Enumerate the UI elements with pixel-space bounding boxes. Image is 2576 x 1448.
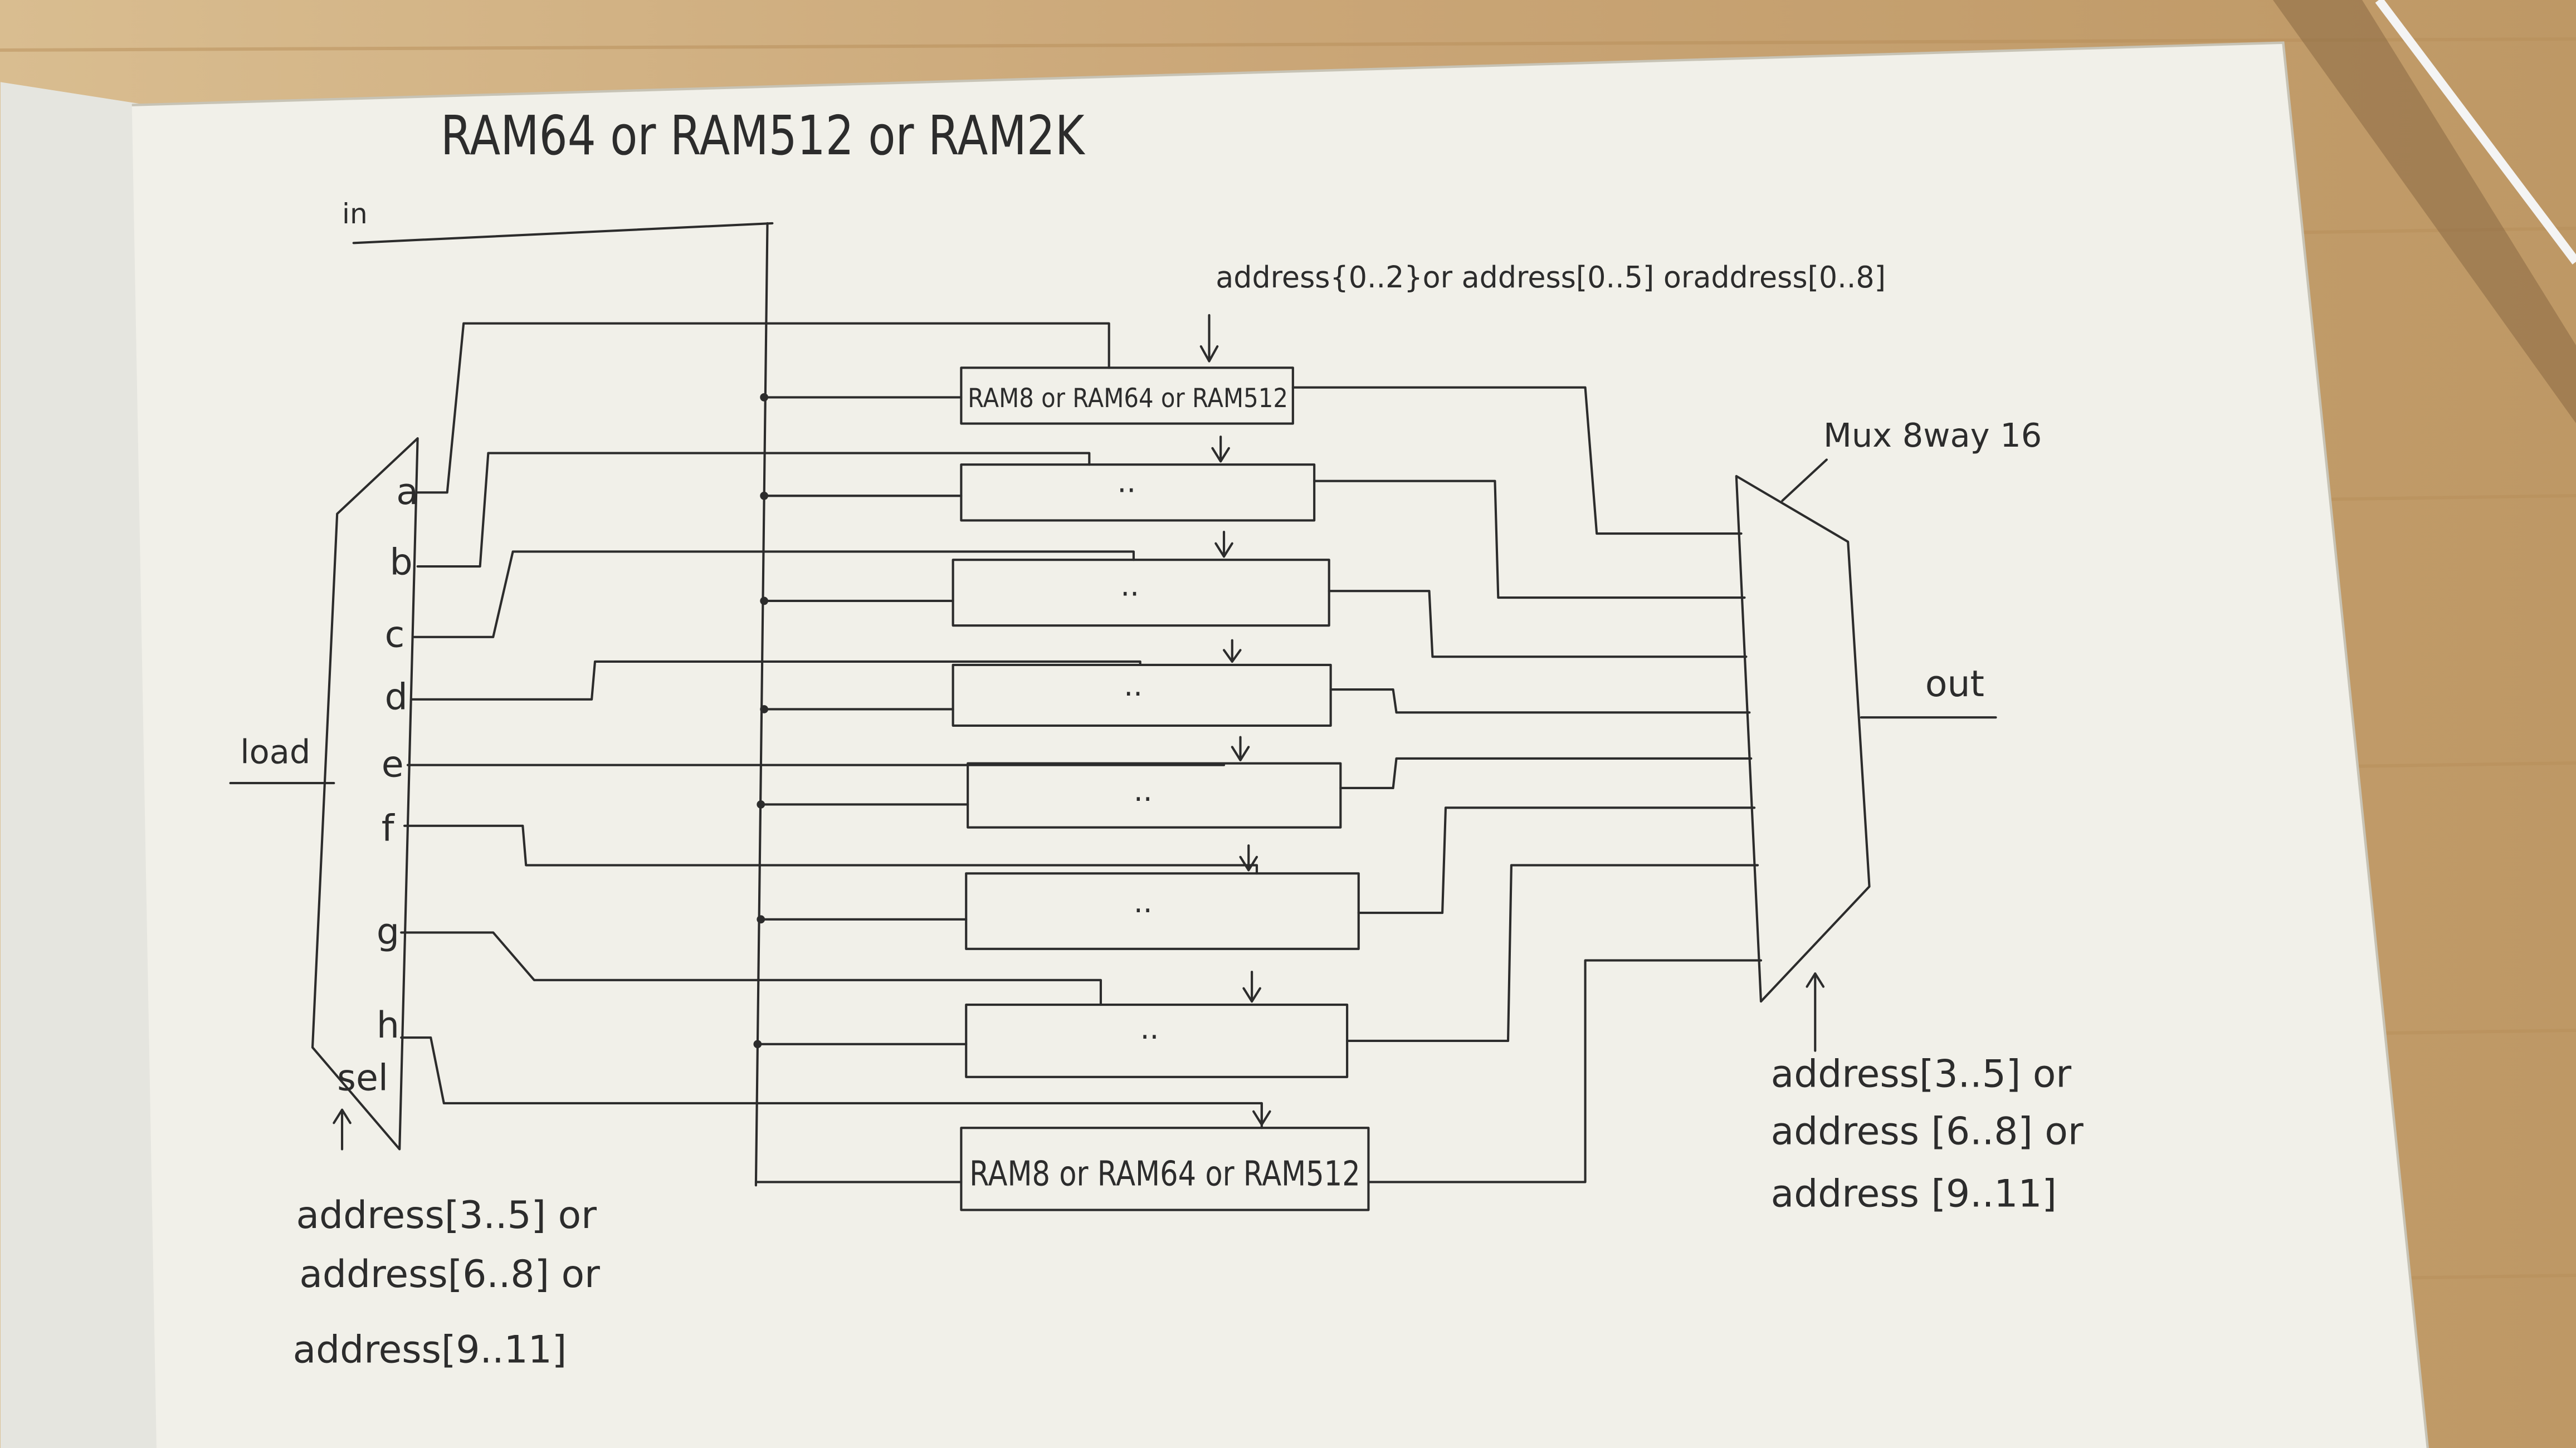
dmux-output-h: h (377, 1005, 399, 1046)
ram-block-2-label: ·· (1117, 473, 1136, 508)
dmux-output-d: d (385, 676, 408, 718)
dmux-sel-label: sel (337, 1057, 388, 1099)
ram-block-3-label: ·· (1120, 577, 1139, 612)
address-top-label: address{0..2}or address[0..5] oraddress[… (1216, 260, 1886, 295)
output-label: out (1925, 663, 1984, 705)
dmux-output-g: g (377, 911, 399, 953)
input-label: in (342, 197, 368, 230)
dmux-output-c: c (385, 614, 405, 655)
ram-block-8-label: RAM8 or RAM64 or RAM512 (969, 1153, 1360, 1193)
ram-block-6-label: ·· (1134, 894, 1153, 928)
dmux-address-line-3: address[9..11] (293, 1328, 567, 1372)
dmux-output-a: a (396, 471, 418, 513)
dmux-address-line-2: address[6..8] or (299, 1252, 600, 1296)
ram-block-1-label: RAM8 or RAM64 or RAM512 (968, 383, 1288, 414)
diagram-title: RAM64 or RAM512 or RAM2K (441, 104, 1085, 167)
load-label: load (240, 733, 310, 771)
dmux-address-line-1: address[3..5] or (296, 1193, 597, 1237)
mux-address-line-2: address [6..8] or (1771, 1109, 2084, 1153)
dmux-output-e: e (382, 743, 404, 785)
mux-address-line-3: address [9..11] (1771, 1172, 2057, 1216)
dmux-output-b: b (390, 542, 413, 584)
ram-block-5-label: ·· (1134, 782, 1153, 816)
mux-label: Mux 8way 16 (1823, 416, 2042, 454)
ram-block-4-label: ·· (1124, 677, 1143, 712)
ram-block-7-label: ·· (1140, 1020, 1159, 1055)
dmux-output-f: f (382, 808, 396, 849)
mux-address-line-1: address[3..5] or (1771, 1051, 2072, 1095)
